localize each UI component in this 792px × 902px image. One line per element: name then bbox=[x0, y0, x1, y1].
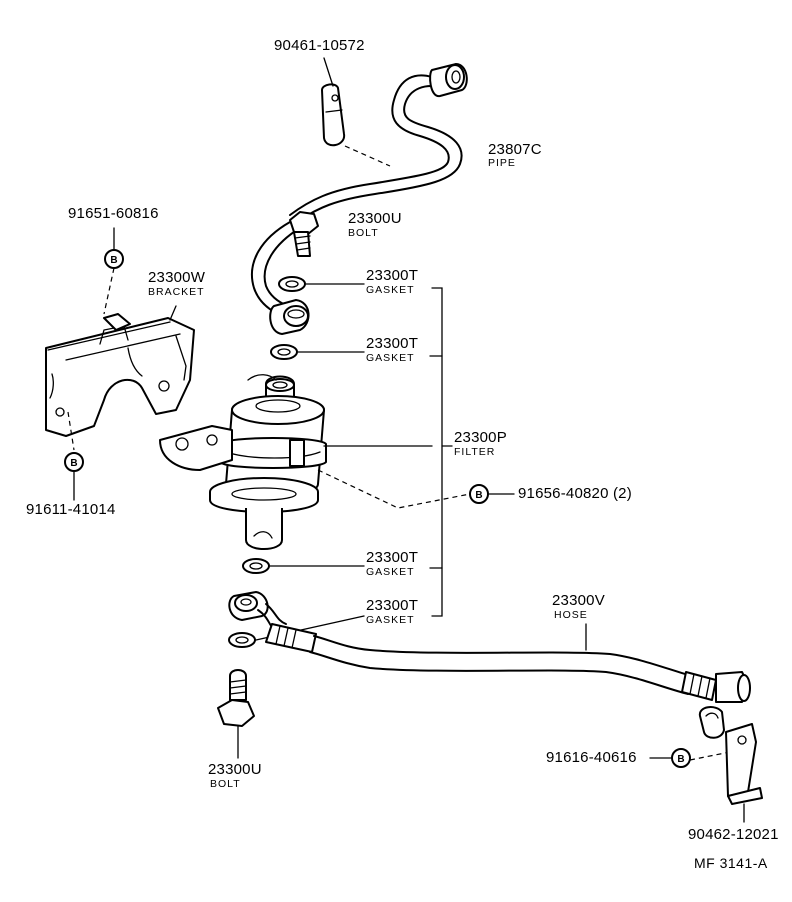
bolt-badge-hose: B bbox=[671, 748, 691, 768]
gasket-1-name: GASKET bbox=[366, 284, 415, 296]
fuel-filter[interactable] bbox=[159, 374, 327, 550]
upper-bolt-part-number: 23300U bbox=[348, 210, 402, 227]
bracket-top-bolt-number: 91651-60816 bbox=[68, 205, 159, 222]
clamp-part-number: 90461-10572 bbox=[274, 37, 365, 54]
fuel-pipe[interactable] bbox=[250, 63, 468, 335]
filter-bolt-number: 91656-40820 (2) bbox=[518, 485, 632, 502]
hose-part-number: 23300V bbox=[552, 592, 605, 609]
filter-part-number: 23300P bbox=[454, 429, 507, 446]
gasket-2-number: 23300T bbox=[366, 335, 419, 352]
gasket-1-number: 23300T bbox=[366, 267, 419, 284]
gasket-2[interactable] bbox=[270, 344, 298, 360]
upper-banjo-bolt[interactable] bbox=[289, 211, 319, 257]
svg-text:B: B bbox=[475, 490, 482, 501]
hose-bolt-number: 91616-40616 bbox=[546, 749, 637, 766]
upper-bolt-part-name: BOLT bbox=[348, 227, 379, 239]
gasket-1[interactable] bbox=[278, 276, 306, 292]
lower-bolt-part-name: BOLT bbox=[210, 778, 241, 790]
gasket-4-name: GASKET bbox=[366, 614, 415, 626]
pipe-part-name: PIPE bbox=[488, 157, 516, 169]
bracket-part-number: 23300W bbox=[148, 269, 206, 286]
pipe-clamp[interactable] bbox=[321, 83, 346, 147]
figure-reference: MF 3141-A bbox=[694, 855, 768, 871]
svg-text:B: B bbox=[70, 458, 77, 469]
gasket-4-number: 23300T bbox=[366, 597, 419, 614]
bolt-badge-filter: B bbox=[469, 484, 489, 504]
hose-clamp[interactable] bbox=[698, 706, 763, 805]
bolt-badge-bracket-top: B bbox=[104, 249, 124, 269]
svg-text:B: B bbox=[677, 754, 684, 765]
bracket-bottom-bolt-number: 91611-41014 bbox=[26, 501, 116, 518]
svg-text:B: B bbox=[110, 255, 117, 266]
gasket-3-number: 23300T bbox=[366, 549, 419, 566]
gasket-4[interactable] bbox=[228, 632, 256, 648]
gasket-3-name: GASKET bbox=[366, 566, 415, 578]
lower-bolt-part-number: 23300U bbox=[208, 761, 262, 778]
bracket-part-name: BRACKET bbox=[148, 286, 205, 298]
fuel-hose[interactable] bbox=[228, 591, 751, 703]
filter-bracket[interactable] bbox=[45, 313, 195, 437]
pipe-part-number: 23807C bbox=[488, 141, 542, 158]
lower-banjo-bolt[interactable] bbox=[217, 669, 255, 727]
hose-part-name: HOSE bbox=[554, 609, 588, 621]
hose-clamp-number: 90462-12021 bbox=[688, 826, 779, 843]
gasket-3[interactable] bbox=[242, 558, 270, 574]
gasket-2-name: GASKET bbox=[366, 352, 415, 364]
filter-part-name: FILTER bbox=[454, 446, 496, 458]
bolt-badge-bracket-bottom: B bbox=[64, 452, 84, 472]
